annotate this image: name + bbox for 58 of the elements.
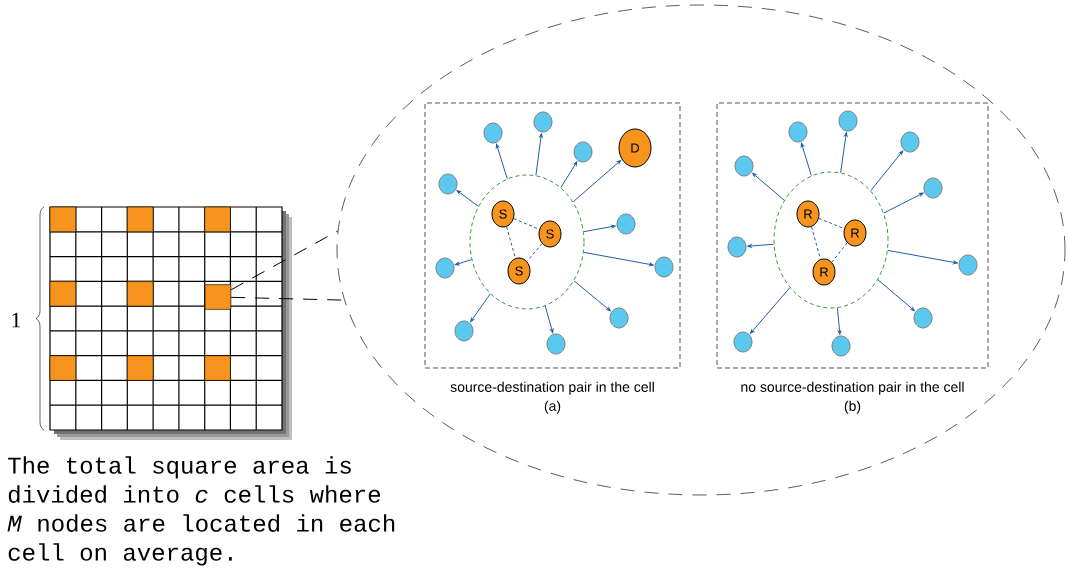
arrow — [455, 259, 472, 266]
arrow — [573, 280, 611, 312]
arrow — [572, 160, 622, 203]
arrow — [836, 307, 842, 335]
arrow — [747, 243, 775, 248]
node-circle — [546, 333, 566, 355]
arrow — [877, 279, 915, 312]
node-circle — [831, 335, 851, 357]
dashed-link — [811, 226, 821, 260]
panel-caption: no source-destination pair in the cell — [741, 381, 964, 395]
arrow — [752, 172, 785, 201]
arrow — [560, 161, 578, 188]
node-circle — [788, 121, 808, 143]
dashed-link — [831, 242, 848, 263]
dimension-label: 1 — [12, 312, 21, 328]
panel-caption: source-destination pair in the cell — [450, 381, 654, 395]
node-circle — [435, 257, 455, 279]
node-circle — [733, 331, 753, 353]
node-circle — [838, 110, 858, 132]
dashed-link — [526, 243, 543, 262]
arrow — [495, 143, 508, 180]
dashed-link — [506, 226, 516, 259]
arrow — [470, 293, 491, 323]
node-circle — [454, 320, 474, 342]
node-circle — [533, 111, 553, 133]
arrow — [456, 190, 479, 207]
node-circle — [923, 177, 943, 199]
node-circle — [727, 236, 747, 258]
node-circle — [483, 122, 503, 144]
arrow — [870, 150, 904, 192]
dashed-link — [513, 218, 540, 230]
grid-drawing — [49, 206, 292, 440]
node-circle — [654, 256, 674, 278]
node-circle — [913, 307, 933, 329]
arrow — [544, 305, 554, 334]
node-circle — [900, 131, 920, 153]
panel-caption: (b) — [844, 400, 861, 414]
arrow — [535, 133, 543, 176]
arrow — [800, 142, 812, 177]
arrow — [883, 192, 924, 214]
dashed-link — [818, 217, 845, 230]
range-circle — [773, 171, 889, 309]
arrow — [583, 224, 616, 233]
highlighted-cell — [204, 284, 232, 310]
node-circle — [573, 141, 593, 163]
arrow — [840, 132, 848, 173]
node-circle — [958, 254, 978, 276]
node-circle — [438, 173, 458, 195]
range-circle — [469, 174, 585, 310]
arrow — [583, 251, 654, 267]
arrow — [887, 249, 958, 265]
panel-caption: (a) — [544, 400, 561, 414]
node-circle — [609, 307, 629, 329]
node-circle — [616, 213, 636, 235]
node-circle — [734, 155, 754, 177]
caption-text: The total square area is divided into c cells where M nodes are located in each cell on average. — [7, 456, 395, 566]
zoom-line — [230, 230, 339, 291]
arrow — [750, 287, 791, 334]
